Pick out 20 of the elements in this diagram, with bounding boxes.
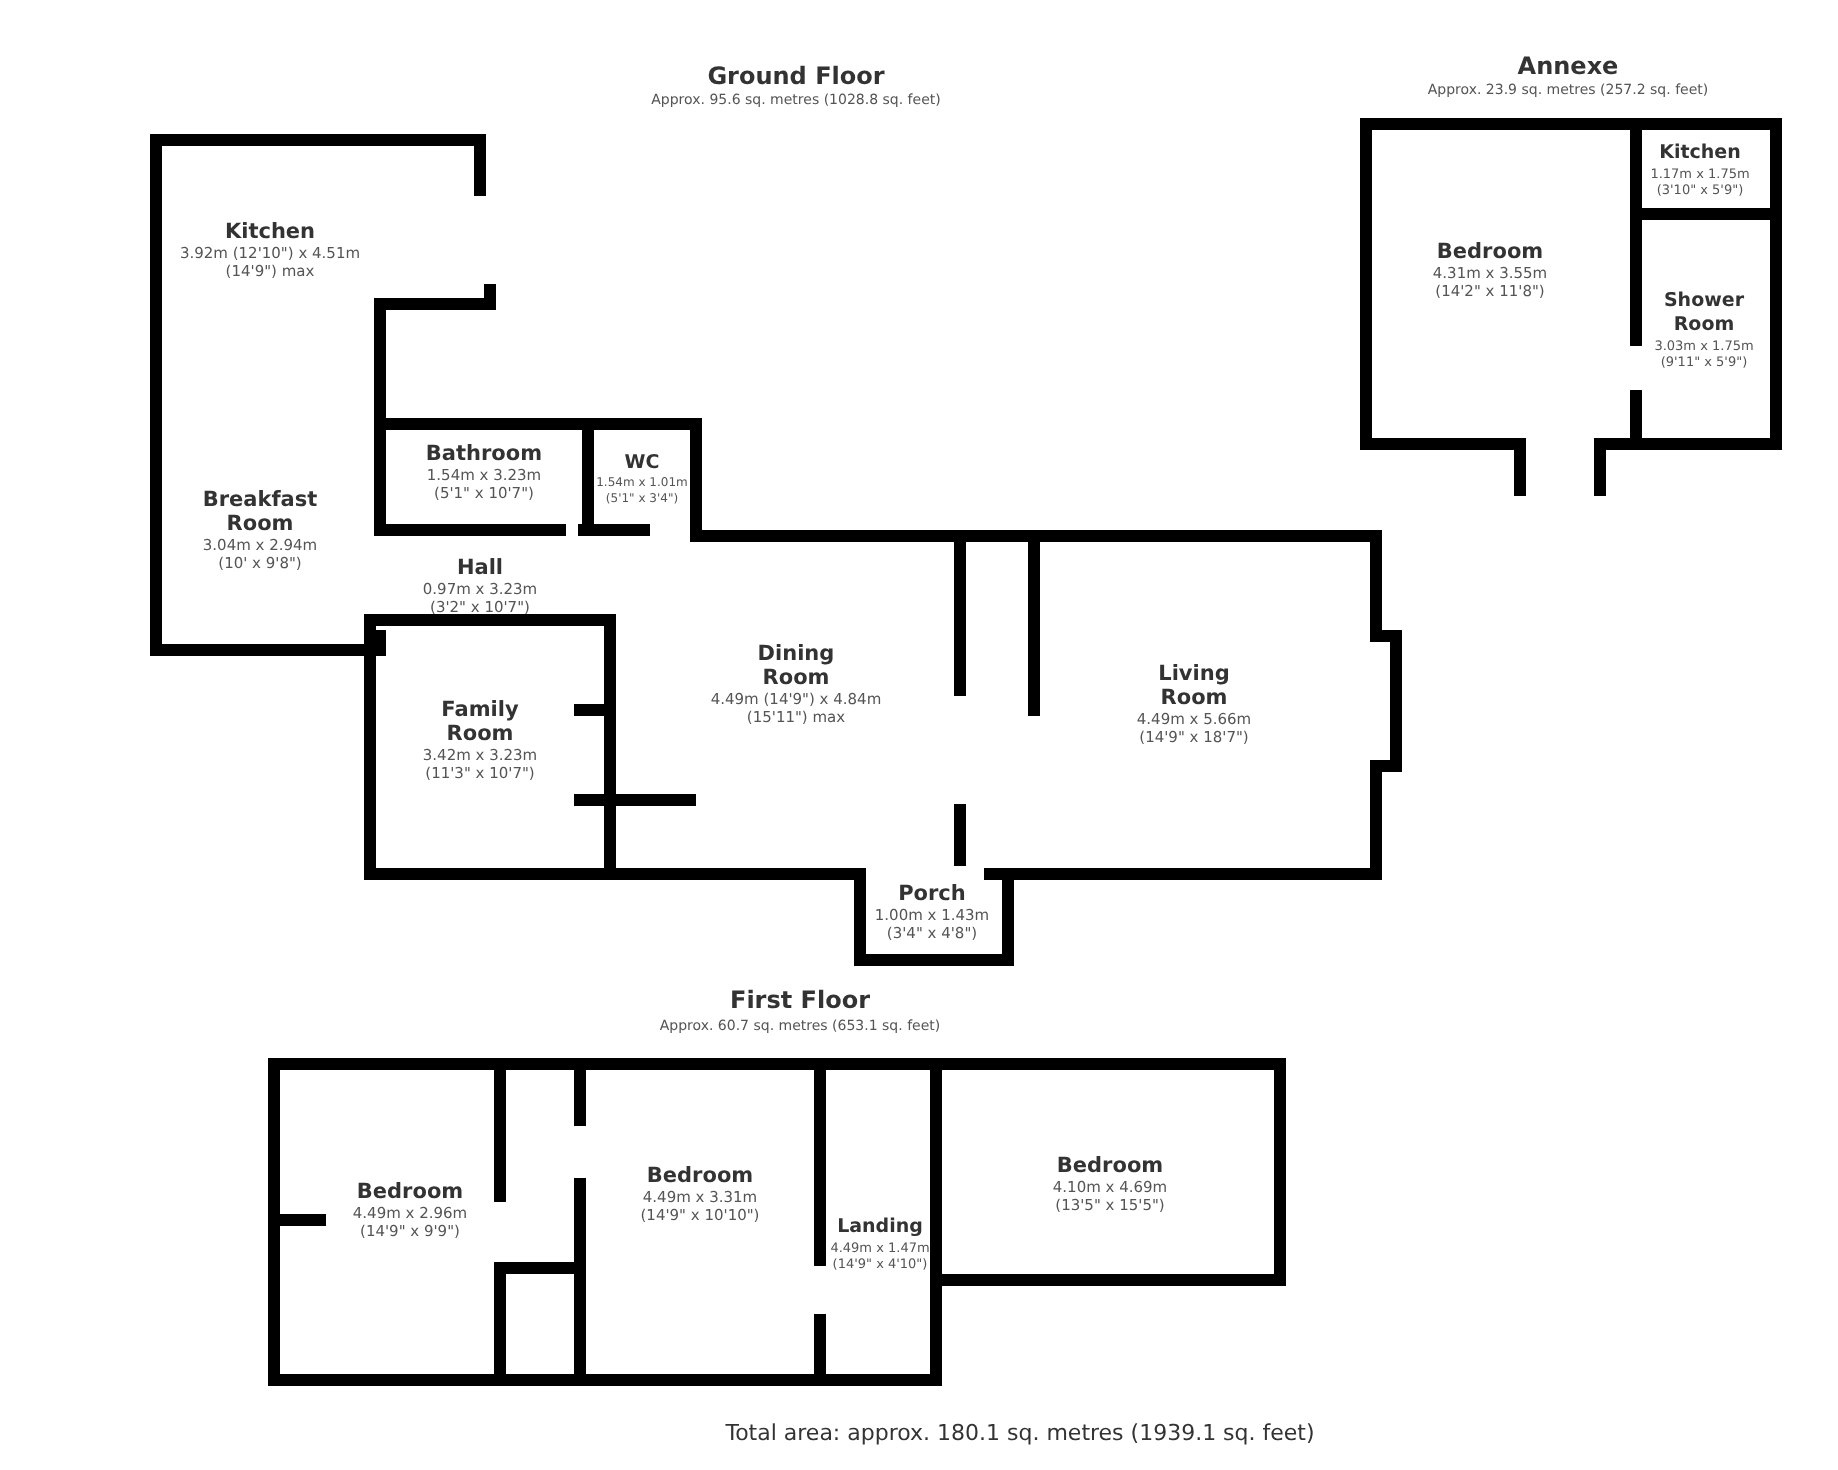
- room-name: Bedroom: [1434, 240, 1546, 264]
- room-name: Landing: [835, 1216, 925, 1240]
- room-name: Living Room: [1156, 662, 1232, 710]
- room-name: Bedroom: [354, 1180, 466, 1204]
- room-name: Kitchen: [222, 220, 318, 244]
- room-name: Family Room: [439, 698, 521, 746]
- floor-heading: Annexe: [1517, 52, 1619, 80]
- floor-heading: First Floor: [730, 986, 870, 1014]
- room-name: Kitchen: [1657, 142, 1743, 166]
- room-name: Porch: [896, 882, 968, 906]
- room-name: WC: [622, 452, 662, 476]
- total-area-caption: Total area: approx. 180.1 sq. metres (1939.1 sq. feet): [725, 1420, 1315, 1446]
- room-name: Breakfast Room: [200, 488, 320, 536]
- room-name: Hall: [454, 556, 506, 580]
- floor-heading: Ground Floor: [707, 62, 885, 90]
- room-name: Shower Room: [1661, 290, 1747, 338]
- room-name: Bathroom: [423, 442, 545, 466]
- room-name: Bedroom: [644, 1164, 756, 1188]
- room-name: Dining Room: [755, 642, 837, 690]
- room-name: Bedroom: [1054, 1154, 1166, 1178]
